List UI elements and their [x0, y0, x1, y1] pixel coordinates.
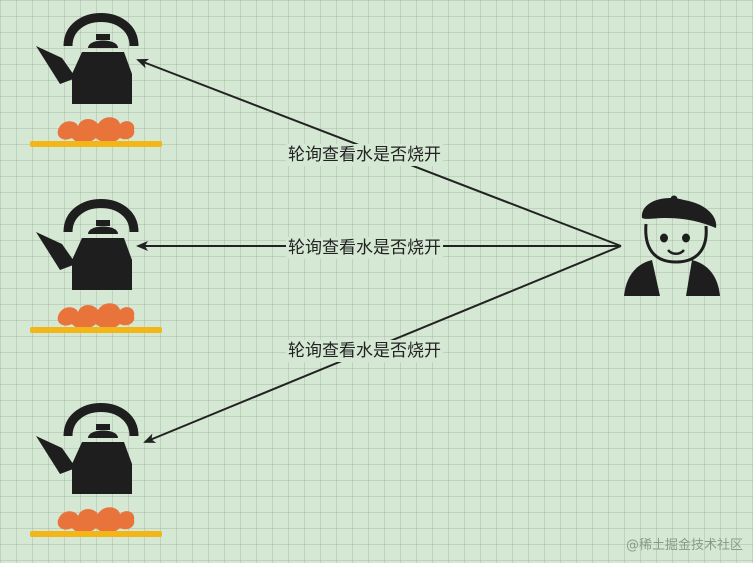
kettle-on-stove-icon	[30, 18, 162, 148]
kettle-on-stove-icon	[30, 204, 162, 334]
person-with-beret-icon	[624, 195, 720, 296]
edge-label-bottom: 轮询查看水是否烧开	[286, 340, 443, 362]
edge-label-middle: 轮询查看水是否烧开	[286, 237, 443, 259]
watermark: @稀土掘金技术社区	[625, 538, 743, 553]
edge-label-top: 轮询查看水是否烧开	[286, 144, 443, 166]
kettle-on-stove-icon	[30, 408, 162, 538]
